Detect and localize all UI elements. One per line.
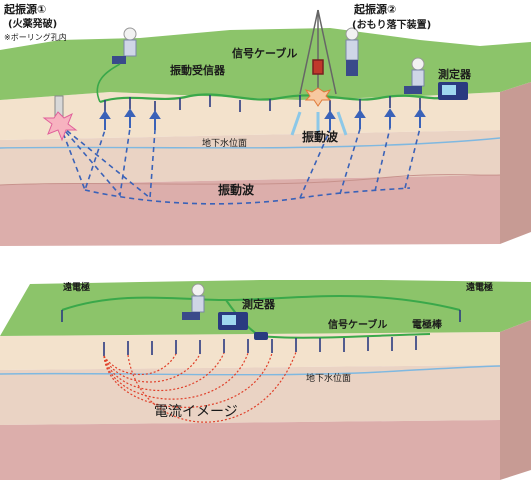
meter-screen (442, 85, 456, 95)
far-electrode-right-label: 遠電極 (466, 281, 493, 293)
top-wave-paths (59, 124, 421, 205)
bottom-groundwater-line (0, 365, 501, 376)
explosion-icon (42, 111, 78, 142)
wave-label-right: 振動波 (302, 129, 339, 144)
source1-title: 起振源① (3, 2, 46, 16)
source1-sub: (火薬発破) (8, 17, 57, 30)
top-center-waves (290, 111, 348, 136)
meter-label-top: 測定器 (438, 67, 472, 81)
top-seismic-block (0, 9, 531, 246)
top-block-side-face (500, 82, 531, 244)
top-groundwater-line (0, 137, 501, 149)
current-image-label: 電流イメージ (154, 404, 238, 420)
worker-icon (112, 27, 137, 64)
cable-reel-icon (254, 332, 268, 340)
impact-icon (304, 87, 332, 107)
worker-icon (182, 283, 205, 320)
signal-cable-label-top: 信号ケーブル (232, 46, 297, 60)
groundwater-label-bottom: 地下水位面 (306, 372, 351, 384)
source2-sub: (おもり落下装置) (352, 18, 431, 31)
top-soil-layer-2 (0, 130, 500, 185)
bottom-block-side-face (500, 320, 531, 480)
signal-cable-label-bottom: 信号ケーブル (328, 318, 387, 331)
electrode-rod-label: 電極棒 (412, 318, 443, 331)
bottom-resistivity-block (0, 280, 531, 480)
top-soil-layer-3 (0, 175, 500, 246)
bottom-soil-layer-3 (0, 420, 500, 480)
top-wave-arrows (99, 108, 426, 130)
source1-note: ※ボーリング孔内 (4, 32, 67, 42)
far-electrode-left-label: 遠電極 (63, 281, 90, 293)
top-soil-boundary (0, 174, 501, 186)
worker-icon (404, 57, 425, 94)
top-signal-cable (99, 93, 441, 104)
bottom-soil-layer-1 (0, 332, 500, 370)
meter-screen (222, 315, 236, 325)
source2-title: 起振源② (353, 2, 396, 16)
bottom-electrodes (61, 310, 461, 356)
groundwater-label-top: 地下水位面 (202, 137, 247, 149)
top-cable-to-source1 (96, 63, 121, 103)
wave-label-center: 振動波 (218, 182, 255, 197)
worker-icon (345, 27, 359, 76)
meter-label-bottom: 測定器 (242, 297, 276, 311)
receivers-label: 振動受信器 (170, 63, 226, 77)
bottom-grass-surface (0, 280, 531, 336)
current-arcs (103, 351, 297, 423)
top-soil-layer-1 (0, 92, 500, 140)
bottom-soil-layer-2 (0, 365, 500, 425)
drop-weight-rig (299, 9, 337, 96)
